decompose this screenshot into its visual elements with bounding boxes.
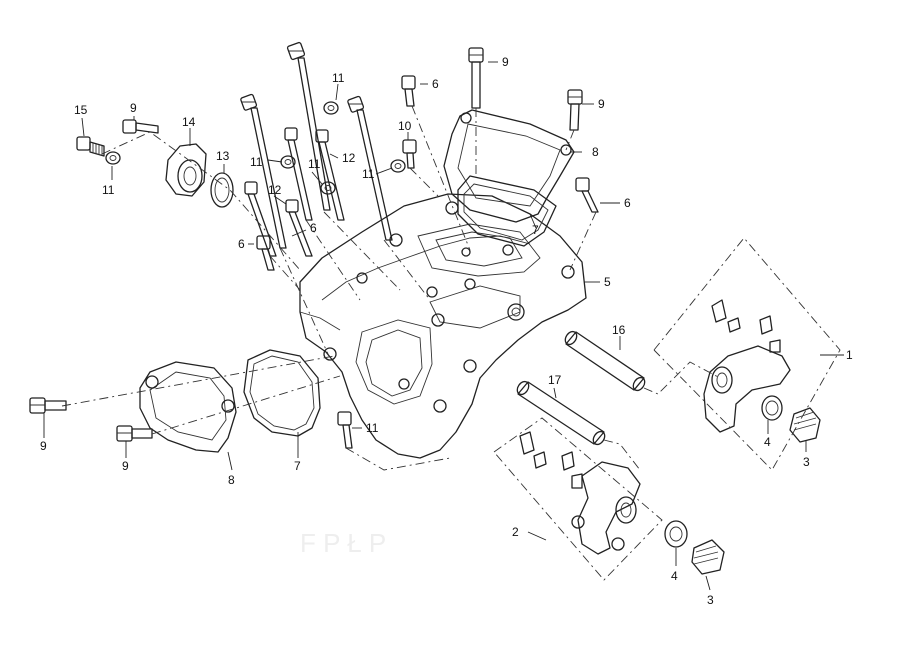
rocker-shaft-16 [564,330,646,392]
callout-12b: 12 [268,183,282,197]
callout-5: 5 [604,275,611,289]
callout-6b: 6 [624,196,631,210]
rocker-group-1-outline [653,237,841,471]
bolt-9-left-a [29,397,67,414]
callout-2: 2 [512,525,519,539]
callout-11e: 11 [102,183,115,197]
washers [105,101,406,195]
bolt-short-6a [401,75,416,107]
rocker-arm-assembly-1 [703,299,821,443]
side-cover-gasket [243,349,321,437]
callout-12a: 12 [342,151,356,165]
callout-11b: 11 [250,155,263,169]
callout-9a: 9 [502,55,509,69]
bolt-long-4 [284,127,313,221]
rocker-arm-assembly-2 [519,431,725,575]
watermark: F P Ł P [300,528,386,558]
callout-9e: 9 [122,459,129,473]
bolt-long-3 [347,95,393,241]
bolt-long-7 [285,199,313,257]
bolt-11-lower [337,411,353,449]
center-lines [61,105,721,471]
bolt-9-tensioner [122,119,159,134]
callout-14: 14 [182,115,196,129]
callout-4b: 4 [671,569,678,583]
callout-16: 16 [612,323,626,337]
cylinder-head [299,193,587,459]
callout-11a: 11 [332,71,345,85]
bolt-long-2 [240,93,287,249]
callout-13: 13 [216,149,230,163]
callout-15: 15 [74,103,88,117]
callout-4a: 4 [764,435,771,449]
callout-7b: 7 [294,459,301,473]
callout-10: 10 [398,119,412,133]
callout-9d: 9 [40,439,47,453]
callout-11c: 11 [308,157,321,171]
callout-6a: 6 [432,77,439,91]
callout-8a: 8 [592,145,599,159]
o-ring-13 [210,172,234,208]
callout-9c: 9 [130,101,137,115]
callout-6d: 6 [310,221,317,235]
rocker-shaft-17 [516,380,606,446]
callout-8b: 8 [228,473,235,487]
bolt-short-6b [575,177,599,213]
callout-3b: 3 [707,593,714,607]
bolt-9-left-b [116,425,153,442]
callout-3a: 3 [803,455,810,469]
bolts [29,41,599,449]
callout-9b: 9 [598,97,605,111]
callout-6c: 6 [238,237,245,251]
callout-labels: 1 2 3 3 4 4 5 6 6 6 6 7 7 8 8 9 9 9 9 9 … [40,55,853,607]
top-cover-gasket [457,175,557,247]
callout-7a: 7 [532,223,539,237]
bolt-long-6 [244,181,277,257]
bolt-short-6c [256,235,275,271]
bolt-head-details [30,50,582,434]
side-valve-cover [139,361,237,453]
leader-lines [43,61,844,591]
callout-11f: 11 [366,421,379,435]
rocker-group-2-outline [493,417,663,581]
callout-11d: 11 [362,167,375,181]
bolt-10 [402,139,417,169]
svg-text:F P Ł P: F P Ł P [300,528,386,558]
bolt-long-5 [315,129,345,221]
bolt-long-1 [286,41,331,211]
bolt-15 [76,136,105,157]
bolt-9-top-b [567,89,583,131]
tensioner-cap [165,143,207,197]
callout-17: 17 [548,373,562,387]
callout-1: 1 [846,348,853,362]
top-valve-cover [443,109,575,223]
bolt-9-top-a [468,47,484,109]
